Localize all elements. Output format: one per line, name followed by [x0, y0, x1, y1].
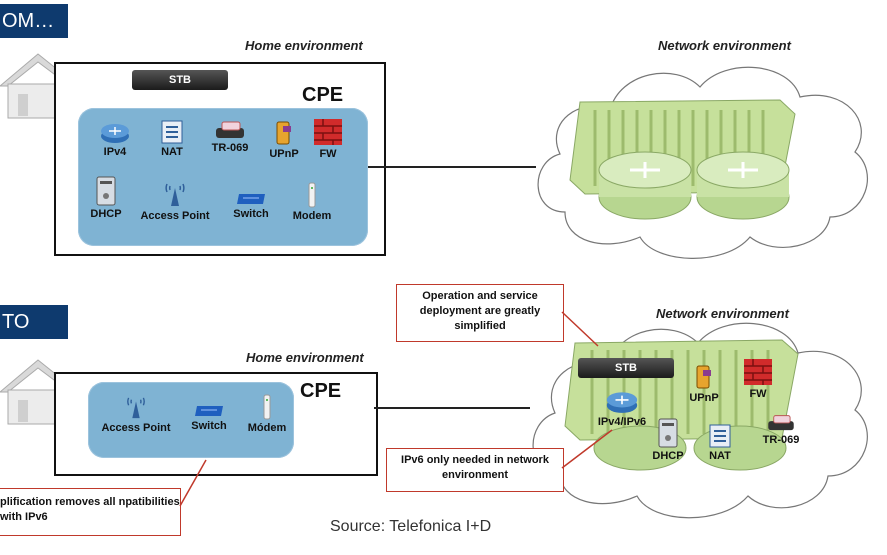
nat-icon: [709, 424, 731, 448]
cpe-item-upnp: UPnP: [264, 120, 304, 160]
cloud-item-tr069: TR-069: [756, 412, 806, 446]
bottom-cpe-item-modem: Módem: [242, 394, 292, 434]
bottom-banner: TO: [0, 305, 68, 339]
cpe-item-fw: FW: [308, 118, 348, 160]
top-banner: OM…: [0, 4, 68, 38]
callout-simplification: plification removes all npatibilities wi…: [0, 488, 181, 536]
bottom-cpe-item-switch: Switch: [186, 404, 232, 432]
cpe-item-ipv4: IPv4: [95, 120, 135, 158]
cpe-item-access-point: Access Point: [140, 182, 210, 222]
cpe-item-tr069: TR-069: [205, 118, 255, 154]
cloud-item-nat: NAT: [700, 424, 740, 462]
router-icon: [101, 124, 129, 143]
router-icon: [606, 392, 638, 413]
upnp-icon: [276, 121, 291, 145]
wifi-icon: [127, 397, 145, 419]
bottom-cpe-title: CPE: [300, 380, 342, 402]
bottom-cpe-item-access-point: Access Point: [100, 396, 172, 434]
wifi-icon: [165, 183, 185, 206]
modem-icon: [308, 182, 316, 208]
cloud-item-dhcp: DHCP: [648, 418, 688, 462]
server-icon: [658, 418, 678, 448]
server-icon: [96, 176, 116, 206]
bottom-home-env-label: Home environment: [246, 350, 364, 365]
phone-icon: [216, 121, 244, 138]
top-network-env-label: Network environment: [658, 38, 791, 53]
callout-operation-simplified: Operation and service deployment are gre…: [396, 284, 564, 342]
cpe-item-nat: NAT: [152, 120, 192, 158]
cpe-item-dhcp: DHCP: [86, 176, 126, 220]
bottom-stb: STB: [578, 358, 674, 378]
switch-icon: [195, 406, 223, 416]
cloud-item-ipv4-ipv6: IPv4/IPv6: [590, 388, 654, 428]
firewall-icon: [744, 359, 772, 385]
top-home-env-label: Home environment: [245, 38, 363, 53]
upnp-icon: [696, 365, 711, 389]
cpe-item-modem: Modem: [290, 182, 334, 222]
bottom-network-env-label: Network environment: [656, 306, 789, 321]
phone-icon: [768, 415, 794, 431]
source-caption: Source: Telefonica I+D: [330, 518, 492, 535]
callout-ipv6-network: IPv6 only needed in network environment: [386, 448, 564, 492]
switch-icon: [237, 194, 265, 204]
cloud-item-upnp: UPnP: [684, 364, 724, 404]
cloud-item-fw: FW: [738, 358, 778, 400]
top-connector-line: [368, 166, 536, 168]
bottom-cpe-box: [88, 382, 294, 458]
bottom-connector-line: [374, 407, 530, 409]
cpe-item-switch: Switch: [228, 192, 274, 220]
top-cpe-title: CPE: [302, 84, 344, 106]
nat-icon: [161, 120, 183, 144]
network-cloud: [537, 66, 868, 259]
firewall-icon: [314, 119, 342, 145]
top-stb: STB: [132, 70, 228, 90]
modem-icon: [263, 394, 271, 420]
